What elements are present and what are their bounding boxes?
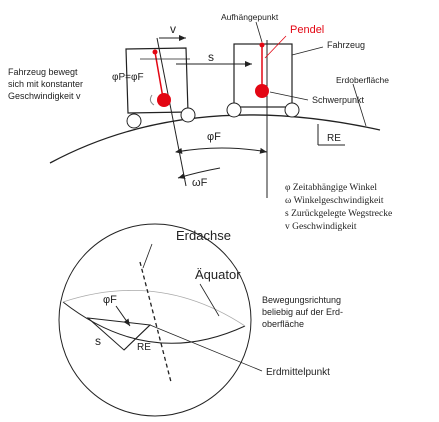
right-vehicle — [226, 42, 300, 118]
top-scene — [49, 21, 381, 198]
label-aufhaengepunkt: Aufhängepunkt — [221, 12, 279, 22]
legend-line-1: φ Zeitabhängige Winkel — [285, 183, 377, 193]
earth-surface-curve — [49, 114, 381, 164]
left-wheel-rear — [126, 113, 142, 129]
omega-arc — [177, 167, 221, 179]
bewegung-line-1: Bewegungsrichtung — [262, 295, 341, 305]
globe-scene — [58, 223, 263, 417]
legend-line-3: s Zurückgelegte Wegstrecke — [285, 209, 392, 219]
label-aequator: Äquator — [195, 267, 241, 282]
label-phi-p-eq: φP=φF — [112, 72, 144, 83]
right-pivot-dot — [259, 42, 265, 48]
right-bob — [255, 84, 269, 98]
label-omega-f: ωF — [192, 177, 208, 189]
bewegung-line-3: oberfläche — [262, 319, 304, 329]
left-wheel-front — [180, 107, 196, 123]
leader-fahrzeug — [291, 46, 324, 56]
right-wheel-front — [284, 102, 300, 118]
label-phi-f-top: φF — [207, 131, 221, 143]
label-re-top: RE — [327, 133, 341, 144]
legend-line-2: ω Winkelgeschwindigkeit — [285, 196, 384, 206]
legend: φ Zeitabhängige Winkel ω Winkelgeschwind… — [285, 183, 392, 232]
phi-f-arrow — [115, 305, 131, 327]
equator-front — [62, 301, 246, 344]
right-wheel-rear — [226, 102, 242, 118]
moving-text-line-2: sich mit konstanter — [8, 79, 83, 89]
leader-erdmittelpunkt — [149, 324, 263, 372]
leader-aequator — [199, 283, 220, 317]
globe-outline — [58, 223, 252, 417]
phi-f-arc — [175, 147, 268, 154]
label-s-bottom: s — [95, 334, 101, 348]
globe-labels: Erdachse Äquator φF s RE Bewegungsrichtu… — [95, 228, 343, 378]
label-re-bottom: RE — [137, 342, 151, 353]
leader-schwerpunkt — [269, 91, 309, 101]
moving-text-line-3: Geschwindigkeit v — [8, 91, 81, 101]
label-pendel: Pendel — [290, 24, 324, 36]
label-v: v — [170, 22, 176, 36]
label-schwerpunkt: Schwerpunkt — [312, 95, 365, 105]
left-bob — [157, 93, 171, 107]
leader-erdoberflaeche — [352, 83, 367, 127]
label-phi-f-bottom: φF — [103, 294, 117, 306]
top-labels: Aufhängepunkt Pendel Fahrzeug Erdoberflä… — [8, 12, 389, 189]
label-erdoberflaeche: Erdoberfläche — [336, 75, 389, 85]
bewegung-line-2: beliebig auf der Erd- — [262, 307, 343, 317]
earth-axis — [139, 261, 172, 383]
left-bob-shadow — [149, 94, 155, 106]
label-erdmittelpunkt: Erdmittelpunkt — [266, 367, 330, 378]
moving-text-line-1: Fahrzeug bewegt — [8, 67, 78, 77]
leader-aufhaengepunkt — [255, 21, 263, 43]
equator-back — [62, 290, 246, 327]
left-pivot-dot — [152, 49, 158, 55]
leader-pendel — [264, 35, 287, 59]
label-erdachse: Erdachse — [176, 228, 231, 243]
label-fahrzeug: Fahrzeug — [327, 40, 365, 50]
radius-line — [123, 324, 151, 351]
left-vehicle — [125, 47, 196, 129]
leader-erdachse — [142, 243, 153, 269]
legend-line-4: v Geschwindigkeit — [285, 222, 357, 232]
label-s: s — [208, 50, 214, 64]
